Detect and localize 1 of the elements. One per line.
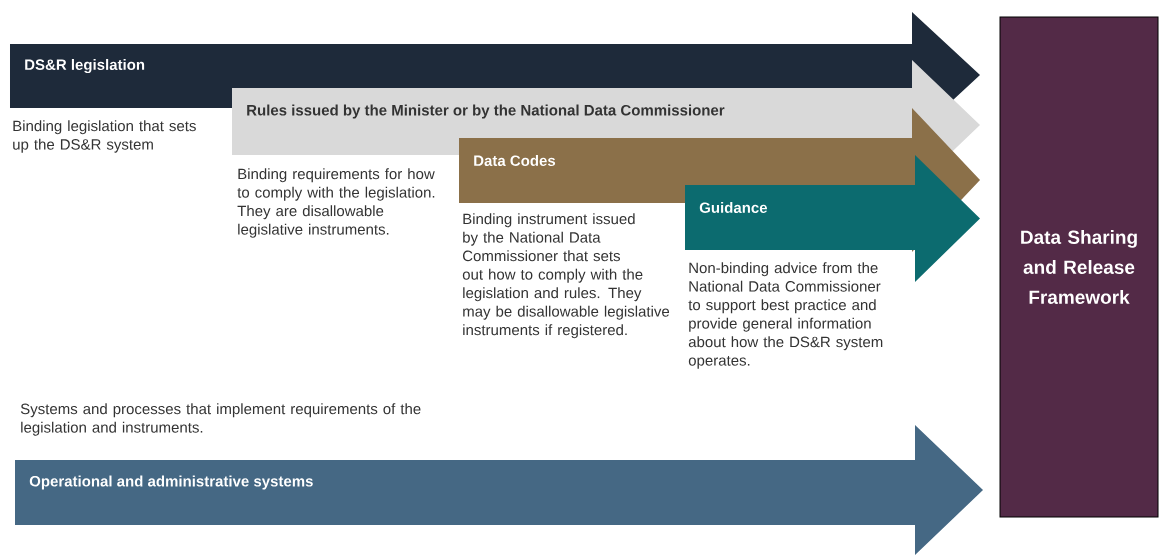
framework-box: Data Sharing and Release Framework [999,16,1159,518]
